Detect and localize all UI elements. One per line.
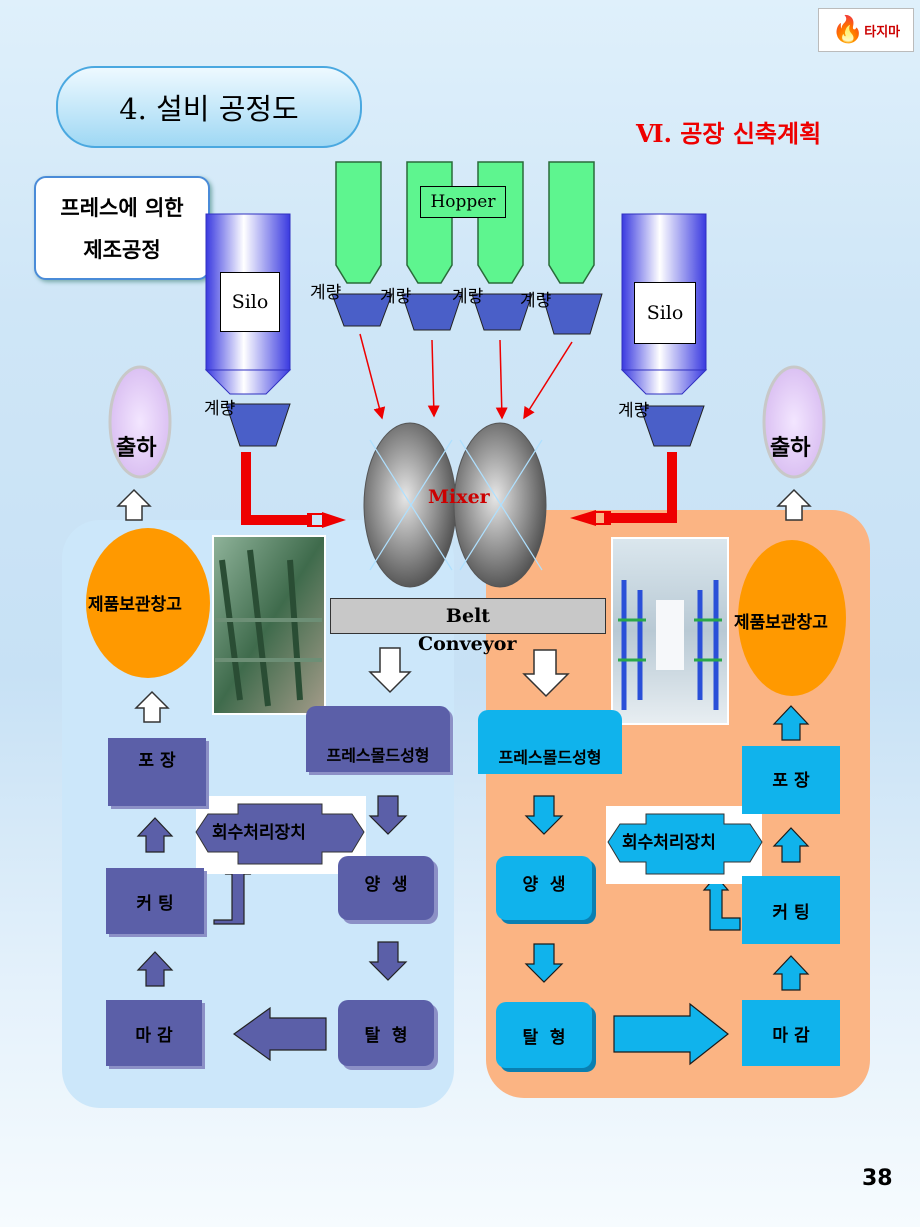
right-demolding: 탈 형 — [496, 1002, 592, 1068]
arrow-up-icon — [136, 951, 174, 987]
arrow-up-icon — [772, 705, 810, 741]
arrow-up-icon — [772, 955, 810, 991]
warehouse-oval-right — [738, 540, 846, 696]
arrow-up-icon — [116, 488, 152, 521]
warehouse-label-left: 제품보관창고 — [88, 595, 182, 615]
left-press-molding: 프레스몰드성형 — [306, 706, 450, 772]
weigh-hopper-3 — [471, 293, 533, 331]
right-flow-arrows — [524, 705, 810, 1066]
right-cutting: 커 팅 — [742, 876, 840, 944]
arrow-up-icon — [136, 817, 174, 853]
company-logo: 🔥 타지마 — [818, 8, 914, 52]
warehouse-oval-left — [86, 528, 210, 678]
mixer-drums — [363, 422, 547, 588]
weigh-hopper-1 — [331, 293, 393, 327]
page-number: 38 — [862, 1166, 893, 1191]
silo-feed-right — [570, 452, 677, 526]
mixer-label: Mixer — [428, 486, 490, 508]
factory-photo-left — [212, 535, 326, 715]
silo-right-label: Silo — [634, 282, 696, 344]
left-finishing: 마 감 — [106, 1000, 202, 1066]
page-title: 4. 설비 공정도 — [56, 66, 362, 148]
hopper-bin-1 — [335, 161, 382, 284]
up-arrows-white — [116, 488, 812, 723]
left-recovery-label: 회수처리장치 — [212, 823, 306, 843]
left-curing: 양 생 — [338, 856, 434, 920]
ship-label-right: 출하 — [770, 436, 811, 461]
weigh-label-left: 계량 — [204, 399, 236, 419]
weigh-label-2: 계량 — [380, 287, 412, 307]
recovery-unit-left-shape — [195, 796, 366, 874]
weigh-label-4: 계량 — [520, 291, 552, 311]
right-recovery-label: 회수처리장치 — [622, 833, 716, 853]
ship-marker-right — [762, 365, 826, 479]
right-finishing: 마 감 — [742, 1000, 840, 1066]
left-cutting: 커 팅 — [106, 868, 204, 934]
arrow-down-icon — [368, 941, 408, 981]
recovery-unit-right-shape — [606, 806, 763, 884]
hopper-bin-2 — [406, 161, 453, 284]
weigh-hopper-4 — [541, 293, 603, 335]
arrow-up-icon — [772, 827, 810, 863]
arrow-down-icon — [524, 943, 564, 983]
weigh-hopper-right — [639, 405, 705, 447]
arrow-right-icon — [613, 1002, 729, 1066]
weigh-label-right: 계량 — [618, 401, 650, 421]
factory-photo-right — [611, 537, 729, 725]
ship-label-left: 출하 — [116, 436, 157, 461]
hopper-label: Hopper — [420, 186, 506, 218]
weigh-label-3: 계량 — [452, 287, 484, 307]
return-arrow-icon — [702, 875, 741, 931]
arrow-left-icon — [232, 1006, 327, 1062]
hopper-bin-4 — [548, 161, 595, 284]
hopper-bin-3 — [477, 161, 524, 284]
right-curing: 양 생 — [496, 856, 592, 920]
section-title: Ⅵ. 공장 신축계획 — [636, 119, 822, 148]
silo-left-label: Silo — [220, 272, 280, 332]
arrow-up-icon — [776, 488, 812, 521]
hopper-bins — [335, 161, 595, 284]
belt-conveyor: Belt — [330, 598, 606, 634]
flame-icon: 🔥 — [831, 15, 865, 45]
logo-text: 타지마 — [864, 24, 901, 40]
arrow-down-icon — [368, 647, 412, 694]
left-flow-arrows — [136, 795, 408, 1062]
weigh-hopper-2 — [401, 293, 463, 331]
right-press-molding: 프레스몰드성형 — [478, 710, 622, 774]
arrow-up-icon — [134, 690, 170, 723]
silo-feed-left — [241, 452, 346, 528]
weigh-hoppers — [331, 293, 603, 335]
arrow-down-icon — [522, 649, 570, 698]
down-arrows-white — [368, 647, 570, 698]
arrow-down-icon — [524, 795, 564, 835]
belt-conveyor-label: Conveyor — [418, 633, 517, 655]
feed-arrows — [359, 333, 573, 420]
right-packing: 포 장 — [742, 746, 840, 814]
left-demolding: 탈 형 — [338, 1000, 434, 1066]
left-packing: 포 장 — [108, 738, 206, 806]
weigh-label-1: 계량 — [310, 283, 342, 303]
warehouse-label-right: 제품보관창고 — [734, 613, 828, 633]
arrow-down-icon — [368, 795, 408, 835]
ship-marker-left — [108, 365, 172, 479]
weigh-hopper-left — [225, 403, 291, 447]
